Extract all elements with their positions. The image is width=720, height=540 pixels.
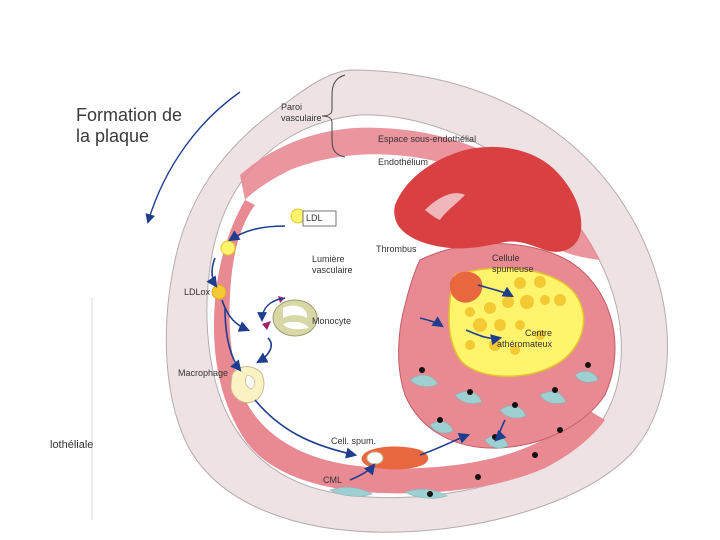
label-cml: CML (323, 475, 343, 485)
title-line-1: Formation de (76, 105, 183, 125)
cropped-side-text: lothéliale (50, 439, 94, 451)
label-ldlox: LDLox (184, 287, 211, 297)
label-paroi-vasculaire: Paroi vasculaire (281, 102, 322, 124)
title-line-2: la plaque (76, 126, 150, 146)
label-endothelium: Endothélium (378, 157, 429, 167)
label-thrombus: Thrombus (376, 244, 417, 254)
label-espace-sous-endothelial: Espace sous-endothélial (378, 134, 477, 144)
monocyte-adhesion-arrow (257, 297, 286, 322)
label-monocyte: Monocyte (312, 316, 352, 326)
centre-line-1: Centre (524, 328, 552, 338)
thrombus-highlight (425, 193, 465, 220)
thrombus (394, 146, 582, 252)
paroi-line-1: Paroi (281, 102, 303, 112)
ldlox-particle (211, 284, 227, 300)
monocyte-cell (272, 299, 318, 337)
ldl-label-box (302, 210, 337, 227)
label-ldl: LDL (306, 213, 323, 223)
formation-arrow (145, 91, 241, 224)
macrophage-cell (230, 366, 265, 404)
lipid-droplets (465, 276, 566, 355)
lumiere-line-1: Lumière (312, 254, 345, 264)
lumiere-line-2: vasculaire (312, 265, 353, 275)
cellule-line-2: spumeuse (492, 264, 534, 274)
foam-cell-plaque (450, 271, 483, 303)
label-lumiere-vasculaire: Lumière vasculaire (312, 254, 353, 276)
ldl-particle-2 (220, 240, 236, 256)
smooth-muscle-cells (329, 371, 599, 499)
cellule-line-1: Cellule (492, 253, 520, 263)
foam-cell-bottom (361, 446, 429, 470)
paroi-line-2: vasculaire (281, 113, 322, 123)
label-cell-spum: Cell. spum. (331, 436, 377, 446)
diagram-title: Formation de la plaque (76, 105, 182, 147)
adhesion-molecule (262, 321, 271, 330)
process-arrows (206, 225, 514, 481)
label-macrophage: Macrophage (178, 368, 229, 378)
wall-bracket (321, 74, 346, 158)
label-cellule-spumeuse: Cellule spumeuse (492, 253, 534, 275)
centre-line-2: athéromateux (496, 339, 552, 349)
label-centre-atheromateux: Centre athéromateux (492, 328, 552, 350)
